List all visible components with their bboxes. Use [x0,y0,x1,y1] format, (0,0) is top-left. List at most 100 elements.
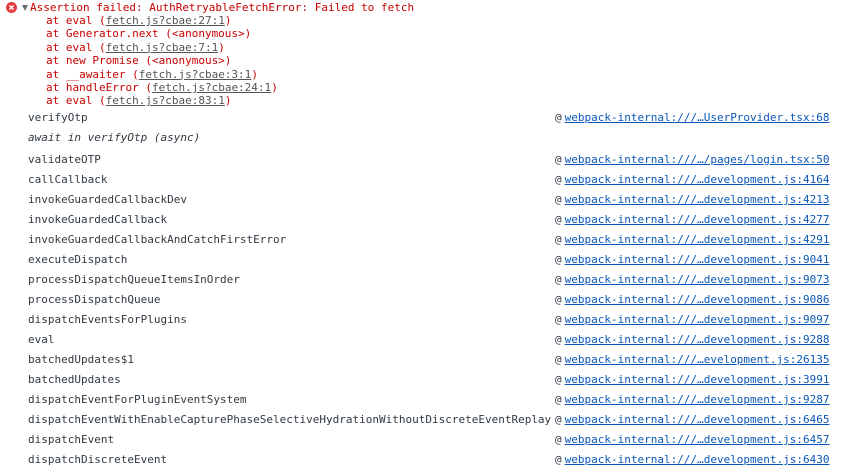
source-link[interactable]: webpack-internal:///…evelopment.js:26135 [564,353,830,366]
function-name: validateOTP [28,153,101,166]
error-title[interactable]: Assertion failed: AuthRetryableFetchErro… [30,1,415,14]
at-symbol: @ [555,273,562,286]
frame-source: @webpack-internal:///…development.js:928… [555,390,830,410]
frame-source: @webpack-internal:///…development.js:427… [555,210,830,230]
trace-text: at __awaiter ( [46,67,139,81]
stack-frame: callCallback @webpack-internal:///…develo… [0,170,847,190]
source-link[interactable]: webpack-internal:///…development.js:6430 [564,453,830,466]
stack-frame: invokeGuardedCallbackAndCatchFirstError @… [0,230,847,250]
source-link[interactable]: webpack-internal:///…development.js:9097 [564,313,830,326]
at-symbol: @ [555,233,562,246]
source-link[interactable]: webpack-internal:///…development.js:4277 [564,213,830,226]
at-symbol: @ [555,213,562,226]
stack-frame: processDispatchQueueItemsInOrder @webpack… [0,270,847,290]
trace-text-suffix: ) [224,14,232,27]
stack-frame: batchedUpdates @webpack-internal:///…deve… [0,370,847,390]
stack-frame: dispatchDiscreteEvent@webpack-internal:/… [0,450,847,470]
stack-frame: batchedUpdates$1 @webpack-internal:///…ev… [0,350,847,370]
trace-source-link[interactable]: fetch.js?cbae:3:1 [138,67,252,81]
trace-line: at __awaiter (fetch.js?cbae:3:1) [46,68,278,81]
function-name: invokeGuardedCallbackAndCatchFirstError [28,233,287,246]
stack-frame: verifyOtp @webpack-internal:///…UserProvi… [0,108,847,128]
trace-line: at eval (fetch.js?cbae:7:1) [46,41,278,54]
function-name: dispatchEventWithEnableCapturePhaseSelec… [28,413,552,426]
source-link[interactable]: webpack-internal:///…development.js:6465 [564,413,830,426]
frame-source: @webpack-internal:///…development.js:429… [555,230,830,250]
source-link[interactable]: webpack-internal:///…development.js:4291 [564,233,830,246]
trace-text: at eval ( [46,14,106,27]
at-symbol: @ [555,393,562,406]
function-name: callCallback [28,173,108,186]
function-name: processDispatchQueue [28,293,161,306]
at-symbol: @ [555,111,562,124]
source-link[interactable]: webpack-internal:///…development.js:9086 [564,293,830,306]
frame-source: @webpack-internal:///…development.js:646… [555,410,830,430]
stack-frame: invokeGuardedCallbackDev @webpack-interna… [0,190,847,210]
trace-text-suffix: ) [271,80,278,94]
frame-source: @webpack-internal:///…development.js:399… [555,370,830,390]
frame-source: @webpack-internal:///…development.js:421… [555,190,830,210]
trace-source-link[interactable]: fetch.js?cbae:7:1 [105,40,219,54]
trace-text-suffix: ) [224,94,232,108]
at-symbol: @ [555,313,562,326]
function-name: processDispatchQueueItemsInOrder [28,273,240,286]
stack-frame: dispatchEventsForPlugins @webpack-interna… [0,310,847,330]
trace-text-suffix: ) [218,40,225,54]
at-symbol: @ [555,453,562,466]
source-link[interactable]: webpack-internal:///…development.js:9287 [564,393,830,406]
source-link[interactable]: webpack-internal:///…development.js:4164 [564,173,830,186]
at-symbol: @ [555,173,562,186]
function-name: invokeGuardedCallback [28,213,168,226]
frame-source: @webpack-internal:///…development.js:645… [555,430,830,450]
frame-source: @webpack-internal:///…development.js:416… [555,170,830,190]
function-name: dispatchEvent [28,433,115,446]
function-name: invokeGuardedCallbackDev [28,193,187,206]
source-link[interactable]: webpack-internal:///…development.js:4213 [564,193,830,206]
stack-frame: dispatchEventForPluginEventSystem @webpac… [0,390,847,410]
trace-line: at handleError (fetch.js?cbae:24:1) [46,81,278,94]
trace-text: at handleError ( [46,80,152,94]
function-name: executeDispatch [28,253,128,266]
disclosure-triangle-icon[interactable] [22,5,28,11]
trace-text: at Generator.next (<anonymous>) [46,27,252,41]
source-link[interactable]: webpack-internal:///…UserProvider.tsx:68 [564,111,830,124]
stack-frame: processDispatchQueue @webpack-internal://… [0,290,847,310]
source-link[interactable]: webpack-internal:///…development.js:9041 [564,253,830,266]
trace-text: at eval ( [46,40,106,54]
function-name: eval [28,333,55,346]
at-symbol: @ [555,193,562,206]
stack-frame: eval @webpack-internal:///…development.js… [0,330,847,350]
trace-text: at eval ( [46,94,106,108]
at-symbol: @ [555,433,562,446]
frame-source: @webpack-internal:///…development.js:643… [555,450,830,470]
trace-source-link[interactable]: fetch.js?cbae:24:1 [151,80,272,94]
function-name: dispatchEventsForPlugins [28,313,187,326]
frame-source: @webpack-internal:///…development.js:928… [555,330,830,350]
frame-source: @webpack-internal:///…/pages/login.tsx:5… [555,150,830,170]
frame-source: @webpack-internal:///…evelopment.js:2613… [555,350,830,370]
frame-source: @webpack-internal:///…development.js:908… [555,290,830,310]
function-name: dispatchEventForPluginEventSystem [28,393,247,406]
at-symbol: @ [555,413,562,426]
frame-source: @webpack-internal:///…development.js:904… [555,250,830,270]
error-trace: at eval (fetch.js?cbae:27:1)at Generator… [46,14,278,108]
trace-source-link[interactable]: fetch.js?cbae:83:1 [105,94,225,108]
function-name: verifyOtp [28,111,88,124]
frame-source: @webpack-internal:///…development.js:909… [555,310,830,330]
source-link[interactable]: webpack-internal:///…/pages/login.tsx:50 [564,153,830,166]
trace-source-link[interactable]: fetch.js?cbae:27:1 [105,14,225,27]
stack-frame: dispatchEvent @webpack-internal:///…devel… [0,430,847,450]
trace-text: at new Promise (<anonymous>) [46,54,232,68]
source-link[interactable]: webpack-internal:///…development.js:6457 [564,433,830,446]
trace-line: at Generator.next (<anonymous>) [46,27,278,40]
source-link[interactable]: webpack-internal:///…development.js:9288 [564,333,830,346]
at-symbol: @ [555,353,562,366]
function-name: batchedUpdates [28,373,121,386]
function-name: batchedUpdates$1 [28,353,134,366]
trace-line: at eval (fetch.js?cbae:83:1) [46,94,278,107]
error-circle-icon [6,2,17,13]
source-link[interactable]: webpack-internal:///…development.js:9073 [564,273,830,286]
frame-source: @webpack-internal:///…UserProvider.tsx:6… [555,108,830,128]
stack-frame: validateOTP @webpack-internal:///…/pages/… [0,150,847,170]
source-link[interactable]: webpack-internal:///…development.js:3991 [564,373,830,386]
